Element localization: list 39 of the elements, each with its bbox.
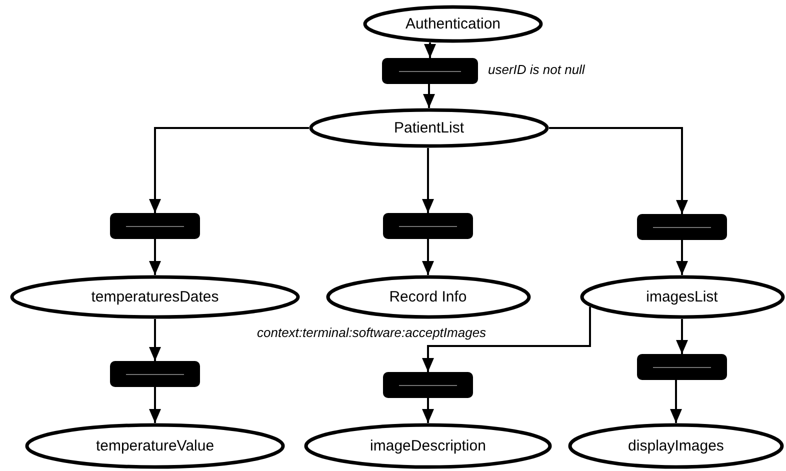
arrow [670,380,682,423]
state-ellipse [580,275,784,319]
state-label: imagesList [645,288,719,306]
arrow [549,127,688,214]
arrow [423,84,435,108]
arrow [149,387,161,423]
state-label: Authentication [404,16,502,32]
state-ellipse [326,275,530,319]
state-ellipse [10,275,300,319]
state-label: PatientList [392,120,466,136]
transition-bar [383,372,473,398]
state-ellipse [309,108,549,148]
arrow [424,42,436,58]
arrow [422,398,434,423]
state-ellipse [25,423,285,469]
state-ellipse [568,423,784,469]
arrow [422,148,434,213]
arrow [422,306,591,372]
guard-condition: userID is not null [487,62,586,77]
state-ellipse [363,5,543,43]
arrow [676,319,688,354]
state-label: Record Info [388,288,468,306]
arrow [149,127,309,213]
state-label: temperatureValue [94,438,216,454]
state-ellipse [304,423,552,469]
transition-bar [110,213,200,239]
arrow [149,239,161,275]
transition-bar [383,213,473,239]
state-label: imageDescription [369,438,487,454]
arrow [676,240,688,275]
edge-label: context:terminal:software:acceptImages [256,325,488,340]
state-label: displayImages [627,438,725,454]
transition-bar [637,214,727,240]
arrow [149,319,161,361]
transition-bar [637,354,727,380]
state-label: temperaturesDates [90,288,220,306]
arrow [422,239,434,275]
transition-bar [110,361,200,387]
transition-bar [382,58,478,84]
